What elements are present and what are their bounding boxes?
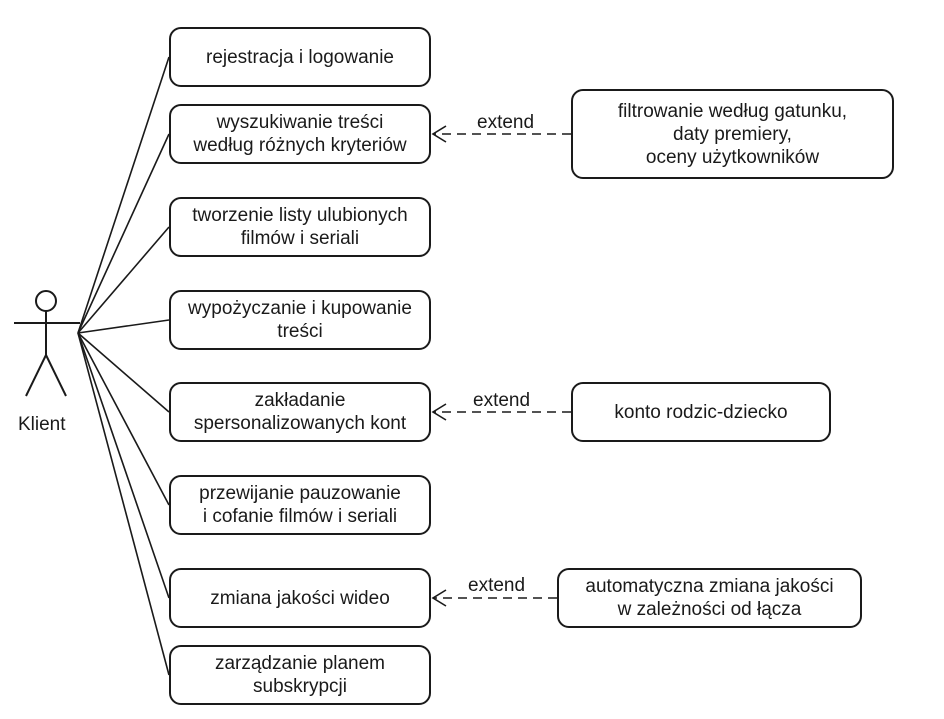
use-case-lista[interactable]: tworzenie listy ulubionych filmów i seri… xyxy=(169,197,431,257)
actor-figure xyxy=(14,290,80,397)
use-case-jakosc[interactable]: zmiana jakości wideo xyxy=(169,568,431,628)
extend-dependencies xyxy=(431,125,571,607)
association-line-jakosc xyxy=(77,332,170,599)
association-line-przewijanie xyxy=(77,332,170,506)
association-line-subskrypcja xyxy=(77,332,170,676)
use-case-wyszukiwanie[interactable]: wyszukiwanie treści według różnych kryte… xyxy=(169,104,431,164)
extension-filtrowanie[interactable]: filtrowanie według gatunku, daty premier… xyxy=(571,89,894,179)
association-line-konta xyxy=(77,332,170,413)
association-line-rejestracja xyxy=(77,56,170,334)
extend-label-2: extend xyxy=(473,390,531,411)
actor-label: Klient xyxy=(18,414,66,435)
extension-rodzic[interactable]: konto rodzic-dziecko xyxy=(571,382,831,442)
actor-right-leg xyxy=(45,354,67,397)
use-case-subskrypcja[interactable]: zarządzanie planem subskrypcji xyxy=(169,645,431,705)
extend-label-1: extend xyxy=(477,112,535,133)
use-case-wypozyczanie[interactable]: wypożyczanie i kupowanie treści xyxy=(169,290,431,350)
use-case-konta[interactable]: zakładanie spersonalizowanych kont xyxy=(169,382,431,442)
extend-arrowhead-filtrowanie xyxy=(431,125,447,143)
association-lines xyxy=(77,56,170,676)
use-case-rejestracja[interactable]: rejestracja i logowanie xyxy=(169,27,431,87)
association-line-wyszukiwanie xyxy=(77,133,170,334)
association-line-wypozyczanie xyxy=(77,319,170,334)
extend-arrowhead-rodzic xyxy=(431,403,447,421)
extend-arrowhead-auto xyxy=(431,589,447,607)
use-case-przewijanie[interactable]: przewijanie pauzowanie i cofanie filmów … xyxy=(169,475,431,535)
association-line-lista xyxy=(77,226,170,334)
actor-left-leg xyxy=(25,354,47,397)
actor-head xyxy=(35,290,57,312)
extend-label-3: extend xyxy=(468,575,526,596)
extension-auto[interactable]: automatyczna zmiana jakości w zależności… xyxy=(557,568,862,628)
